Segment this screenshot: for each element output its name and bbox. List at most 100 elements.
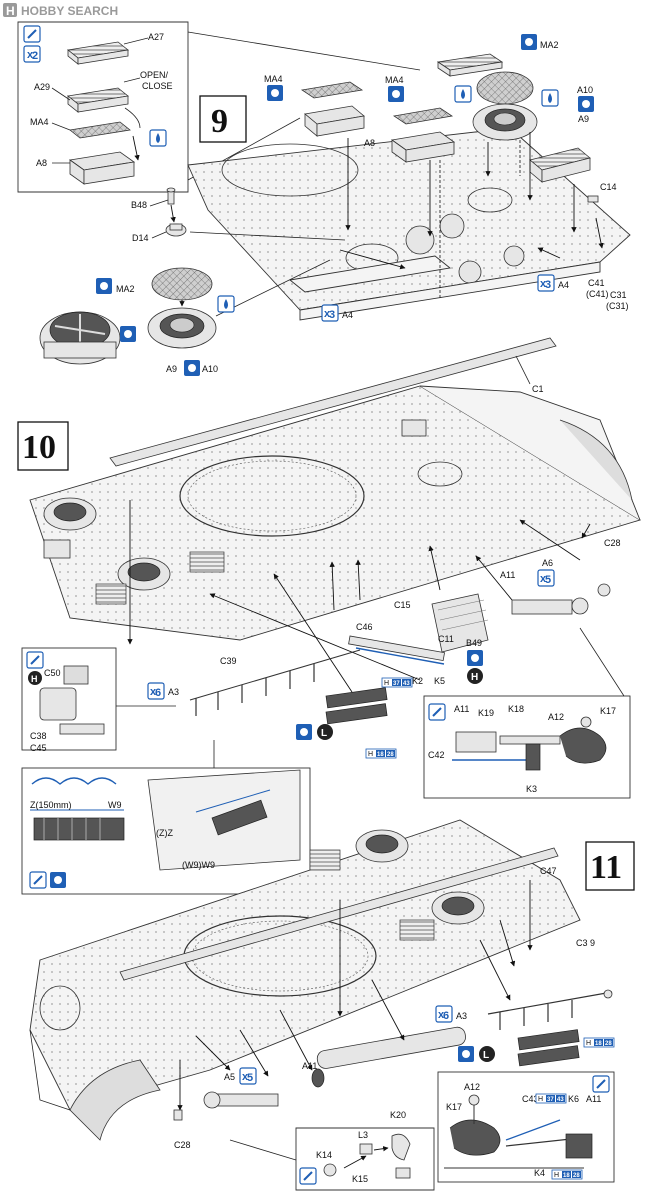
water-drop-icon [454, 85, 472, 103]
step-number: 9 [211, 103, 228, 140]
part-label-a10: A10 [202, 364, 218, 374]
track-length-label: Z(150mm) [30, 800, 72, 810]
circle-mark-text: H [471, 672, 478, 683]
part-label-a4: A4 [558, 280, 569, 290]
multiply-badge: x 6 [435, 1005, 453, 1023]
part-label-close: CLOSE [142, 81, 173, 91]
part-label-a11: A11 [302, 1061, 317, 1071]
paint-ref-text: H [554, 1172, 559, 1179]
painting-icon [267, 85, 283, 101]
periscope-c14 [587, 195, 599, 203]
painting-icon [184, 360, 200, 376]
glue-icon [592, 1075, 610, 1093]
part-label-c45: C45 [30, 743, 47, 753]
part-label-open: OPEN/ [140, 70, 169, 80]
part-label-c15: C15 [394, 600, 411, 610]
part-label-a6: A6 [542, 558, 553, 568]
paint-ref-text: H [586, 1040, 591, 1047]
part-label-c39: C39 [220, 656, 237, 666]
paint-ref-text: 37 [393, 681, 400, 687]
glue-icon [428, 703, 446, 721]
glue-icon [26, 651, 44, 669]
multiply-badge: x 3 [537, 274, 555, 292]
spare-track-links [517, 1029, 580, 1067]
completed-fan-assembly [39, 311, 121, 365]
part-label-c28: C28 [174, 1140, 191, 1150]
step-11: 11 [29, 819, 635, 1191]
multiplier-value: 6 [443, 1010, 449, 1022]
part-label-ma4: MA4 [385, 75, 404, 85]
paint-ref-text: H [538, 1096, 543, 1103]
tow-cable-a11 [311, 1026, 466, 1088]
multiply-badge: x 3 [321, 304, 339, 322]
grille-ma4-left [300, 81, 365, 137]
multiplier-value: 3 [545, 279, 551, 291]
circle-l-mark: L [317, 724, 333, 740]
circle-l-mark: L [479, 1046, 495, 1062]
painting-icon [467, 650, 483, 666]
paint-ref-h37-43: H 37 43 [535, 1093, 567, 1104]
painting-icon [578, 96, 594, 112]
paint-ref-text: 43 [403, 681, 410, 687]
step-number-box [199, 95, 247, 143]
part-label-k2: K2 [412, 676, 423, 686]
part-label-k17: K17 [446, 1102, 462, 1112]
part-label-k19: K19 [478, 708, 494, 718]
part-label-c41: C41 [588, 278, 605, 288]
part-label-a11: A11 [454, 704, 469, 714]
svg-text:x: x [540, 278, 547, 290]
inset-leader [187, 31, 421, 71]
step-number-box [17, 421, 69, 471]
glue-icon [299, 1167, 317, 1185]
part-label-k4: K4 [534, 1168, 545, 1178]
fan-ring-a9-top [472, 103, 538, 141]
mesh-cover-ma2 [151, 267, 213, 301]
bracket-row-c39 [189, 649, 361, 716]
paint-ref-text: 43 [557, 1097, 564, 1103]
part-label-a27: A27 [148, 32, 164, 42]
paint-ref-h18-28: H 18 28 [551, 1169, 583, 1180]
part-label-c50: C50 [44, 668, 61, 678]
part-label-c47: C47 [540, 866, 557, 876]
part-label-ma2: MA2 [540, 40, 559, 50]
fan-right-1 [355, 829, 409, 863]
part-label-ma2: MA2 [116, 284, 135, 294]
part-label-k17: K17 [600, 706, 616, 716]
part-label-a11: A11 [586, 1094, 601, 1104]
painting-icon [458, 1046, 474, 1062]
paint-ref-text: 28 [573, 1173, 580, 1179]
paint-ref-h37-43: H 37 43 [381, 677, 413, 688]
painting-icon [120, 326, 136, 342]
bracket-row-c39 [487, 989, 613, 1030]
part-label-c28: C28 [604, 538, 621, 548]
part-label-zz: (Z)Z [156, 828, 173, 838]
part-label-c31: C31 [610, 290, 627, 300]
multiplier-value: 6 [155, 687, 161, 699]
part-label-c39: C3 9 [576, 938, 595, 948]
paint-ref-text: 18 [595, 1041, 602, 1047]
part-label-k15: K15 [352, 1174, 368, 1184]
glue-icon [29, 871, 47, 889]
hobby-search-watermark: H HOBBY SEARCH [3, 3, 118, 18]
part-label-a8: A8 [36, 158, 47, 168]
multiply-badge: x 2 [23, 45, 41, 63]
paint-ref-text: 37 [547, 1097, 554, 1103]
part-label-c38: C38 [30, 731, 47, 741]
antenna-base-b48 [166, 187, 176, 205]
svg-text:x: x [150, 686, 157, 698]
fan-left-2 [117, 557, 171, 591]
svg-text:x: x [27, 49, 34, 61]
paint-ref-h18-28: H 18 28 [583, 1037, 615, 1048]
rail-c47 [119, 847, 559, 981]
part-label-a8: A8 [364, 138, 375, 148]
circle-mark-text: H [31, 674, 38, 684]
part-label-c46: C46 [356, 622, 373, 632]
paint-ref-h18-28: H 18 28 [365, 748, 397, 759]
inset-grille-a27 [67, 41, 129, 65]
multiplier-value: 3 [329, 309, 335, 321]
paint-ref-text: H [368, 751, 373, 758]
painting-icon [296, 724, 312, 740]
svg-text:x: x [324, 308, 331, 320]
mesh-cover-top [476, 71, 534, 105]
part-label-c1: C1 [532, 384, 544, 394]
